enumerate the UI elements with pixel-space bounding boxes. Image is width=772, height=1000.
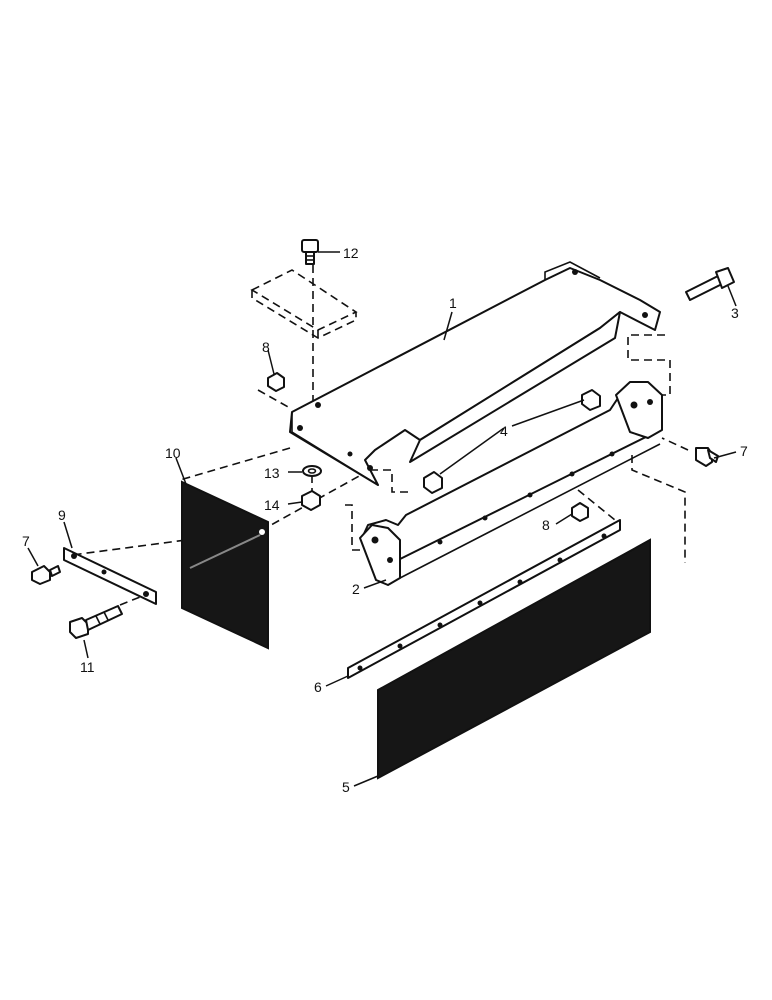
nut-8-bottom [571,502,589,522]
callout-11: 11 [80,659,95,675]
leader-lines [27,251,737,787]
nut-8-top [267,372,285,392]
callout-8-bottom: 8 [542,517,550,533]
dashed-plate [250,269,358,339]
bolt-7-right [695,447,719,467]
callout-8-top: 8 [262,339,270,355]
bolt-3 [685,267,735,301]
strip-6 [347,519,621,679]
callout-12: 12 [343,245,359,261]
callouts: 12 1 3 4 7 8 8 10 13 14 9 7 11 2 6 5 [22,245,748,795]
bracket-2 [359,381,663,586]
callout-4: 4 [500,423,508,439]
strip-9 [63,547,157,605]
panel-10 [181,480,269,650]
nut-4b [423,471,443,494]
callout-7-left: 7 [22,533,30,549]
callout-3: 3 [731,305,739,321]
nut-14 [301,490,321,511]
callout-9: 9 [58,507,66,523]
bolt-12 [301,239,319,265]
callout-2: 2 [352,581,360,597]
callout-6: 6 [314,679,322,695]
bracket-1 [289,261,661,486]
nut-4a [581,389,601,411]
washer-13 [302,465,322,477]
bolt-11 [69,605,123,639]
callout-1: 1 [449,295,457,311]
callout-5: 5 [342,779,350,795]
callout-14: 14 [264,497,280,513]
callout-10: 10 [165,445,181,461]
callout-13: 13 [264,465,280,481]
bolt-7-left [31,565,61,585]
callout-7-right: 7 [740,443,748,459]
panel-5 [377,538,651,780]
